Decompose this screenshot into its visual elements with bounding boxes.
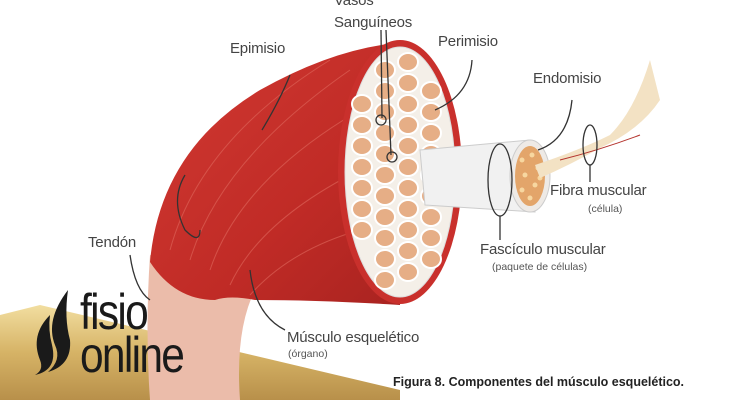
muscle-fiber-cell [374,81,396,101]
muscle-fiber-cell [420,207,442,227]
muscle-fiber-cell [397,262,419,282]
muscle-fiber-cell [420,123,442,143]
muscle-fiber-cell [397,52,419,72]
figure-caption: Figura 8. Componentes del músculo esquel… [393,375,685,389]
muscle-fiber-cell [351,157,373,177]
logo-text-fisio: fisio [80,284,149,340]
leader-lines [129,29,598,331]
muscle-fiber-cell [420,249,442,269]
muscle-fiber-cell [397,115,419,135]
muscle-fiber-cell [397,136,419,156]
label-fibra-sub: (célula) [588,203,623,215]
muscle-fiber-cell [397,157,419,177]
muscle-fiber-cell [374,207,396,227]
muscle-fiber-cell [397,220,419,240]
label-fasciculo-muscular: Fascículo muscular [480,241,606,258]
muscle-fiber-cell [397,241,419,261]
muscle-fiber-cell [351,136,373,156]
muscle-fiber-cell [420,228,442,248]
muscle-fiber-cell [374,249,396,269]
muscle-fiber-cell [351,178,373,198]
muscle-fiber-cell [374,60,396,80]
label-tendon: Tendón [88,234,137,251]
muscle-fiber-cell [397,94,419,114]
muscle-fiber-cell [374,102,396,122]
muscle-fiber-cell [420,81,442,101]
muscle-fiber-cell [374,228,396,248]
label-musculo-sub: (órgano) [288,348,328,360]
label-vasos: Vasos [334,0,374,9]
label-fasciculo-sub: (paquete de células) [492,261,588,273]
muscle-fiber-cell [397,73,419,93]
muscle-fiber [535,60,660,178]
muscle-fiber-cell [374,186,396,206]
muscle-belly [150,42,410,305]
label-endomisio: Endomisio [533,70,602,87]
muscle-fiber-cell [351,94,373,114]
label-perimisio: Perimisio [438,33,498,50]
label-epimisio: Epimisio [230,40,286,57]
fisio-online-logo-flame-icon [35,290,71,375]
muscle-fiber-cell [374,144,396,164]
muscle-fiber-cell [351,199,373,219]
muscle-fiber-cell [374,123,396,143]
muscle-fiber-cell [374,270,396,290]
muscle-fiber-cell [351,115,373,135]
label-sanguineos: Sanguíneos [334,14,413,31]
label-fibra-muscular: Fibra muscular [550,182,647,199]
muscle-fiber-cell [397,178,419,198]
label-musculo-esqueletico: Músculo esquelético [287,329,420,346]
logo-text-online: online [80,327,185,383]
muscle-fiber-cell [397,199,419,219]
fascicle-cylinder [419,139,536,213]
muscle-fiber-cell [420,102,442,122]
muscle-fiber-cell [374,165,396,185]
muscle-fiber-cell [351,220,373,240]
